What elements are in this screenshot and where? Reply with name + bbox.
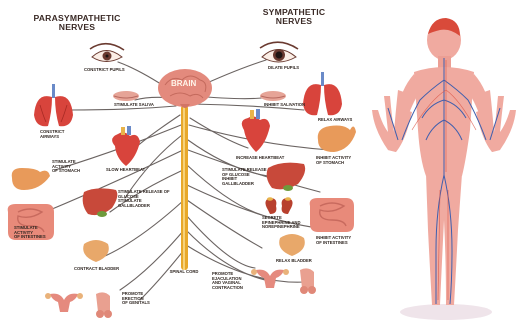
- brain-icon: [158, 69, 212, 108]
- kidneys-icon: [265, 197, 292, 214]
- label-constrict-pupils: CONSTRICT PUPILS: [84, 68, 125, 73]
- eye-icon: [260, 42, 298, 62]
- label-increase-heartbeat: INCREASE HEARTBEAT: [236, 156, 284, 161]
- label-stimulate-glucose: STIMULATE RELEASE OF GLUCOSE INHIBIT GAL…: [222, 168, 267, 186]
- label-inhibit-salivation: INHIBIT SALIVATION: [264, 103, 305, 108]
- heart-icon: [112, 126, 140, 166]
- heart-icon: [242, 109, 270, 152]
- stomach-icon: [318, 126, 356, 153]
- stomach-icon: [12, 168, 50, 190]
- eye-icon: [90, 44, 124, 62]
- lungs-icon: [34, 84, 73, 126]
- label-stimulate-intestines: STIMULATE ACTIVITY OF INTESTINES: [14, 226, 46, 240]
- label-constrict-airways: CONSTRICT AIRWAYS: [40, 130, 64, 139]
- spinal-cord-label: SPINAL CORD: [160, 270, 208, 275]
- label-contract-bladder: CONTRACT BLADDER: [74, 267, 119, 272]
- label-relax-bladder: RELAX BLADDER: [276, 259, 312, 264]
- label-promote-erection: PROMOTE ERECTION OF GENITALS: [122, 292, 150, 306]
- bladder-icon: [279, 234, 305, 256]
- mouth-icon: [113, 91, 139, 101]
- brain-label: BRAIN: [171, 79, 196, 88]
- label-promote-ejaculation: PROMOTE EJACULATION AND VAGINAL CONTRACT…: [212, 272, 243, 290]
- liver-icon: [83, 188, 118, 217]
- genitals-icon: [96, 292, 112, 318]
- label-slow-heartbeat: SLOW HEARTBEAT: [106, 168, 145, 173]
- label-relax-airways: RELAX AIRWAYS: [318, 118, 352, 123]
- label-stimulate-gallbladder: STIMULATE RELEASE OF GLUCOSE STIMULATE G…: [118, 190, 170, 208]
- intestines-icon: [310, 198, 354, 232]
- label-stimulate-saliva: STIMULATE SALIVA: [114, 103, 154, 108]
- mouth-icon: [260, 91, 286, 101]
- uterus-icon: [251, 269, 289, 288]
- uterus-icon: [45, 293, 83, 312]
- bladder-icon: [83, 240, 109, 262]
- label-stimulate-stomach: STIMULATE ACTIVITY OF STOMACH: [52, 160, 80, 174]
- label-secrete-epinephrine: SECRETE EPINEPHRINE AND NOREPINEPHRINE: [262, 216, 300, 230]
- genitals-icon: [300, 268, 316, 294]
- human-body-figure: [372, 18, 516, 320]
- label-dilate-pupils: DILATE PUPILS: [268, 66, 299, 71]
- parasympathetic-header: PARASYMPATHETIC NERVES: [22, 14, 132, 32]
- lungs-icon: [303, 72, 342, 115]
- label-inhibit-intestines: INHIBIT ACTIVITY OF INTESTINES: [316, 236, 351, 245]
- label-inhibit-stomach: INHIBIT ACTIVITY OF STOMACH: [316, 156, 351, 165]
- sympathetic-header: SYMPATHETIC NERVES: [244, 8, 344, 26]
